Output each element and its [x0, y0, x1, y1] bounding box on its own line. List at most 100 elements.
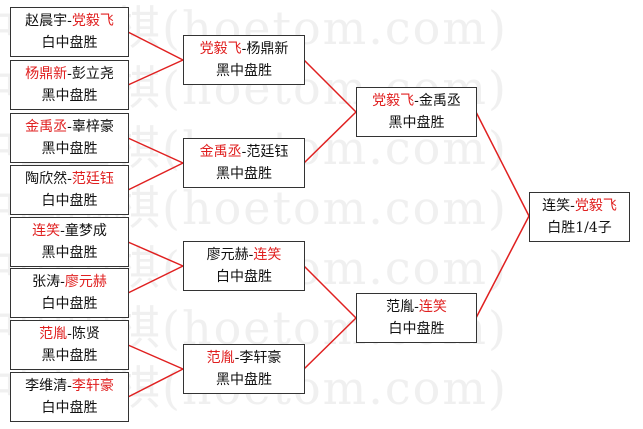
bracket-line [475, 215, 530, 319]
bracket-line [127, 265, 184, 294]
match-result: 黑中盘胜 [41, 245, 98, 261]
bracket-line [303, 265, 357, 319]
player-name: 杨鼎新 [246, 41, 289, 57]
match-result: 黑中盘胜 [216, 166, 272, 182]
match-players: 党毅飞-金禹丞 [357, 90, 476, 112]
player-name: 李轩豪 [239, 350, 282, 366]
match-box-r2-4: 范胤-李轩豪黑中盘胜 [183, 344, 305, 394]
player-name: 连笑 [253, 247, 282, 263]
match-players: 杨鼎新-彭立尧 [11, 63, 128, 85]
vs-separator: - [60, 274, 65, 290]
player-name: 党毅飞 [372, 93, 415, 109]
player-name: 辜梓豪 [71, 119, 114, 135]
player-name: 李轩豪 [71, 378, 114, 394]
match-box-r2-3: 廖元赫-连笑白中盘胜 [183, 241, 305, 291]
player-name: 连笑 [542, 198, 571, 214]
match-result: 白胜1/4子 [547, 220, 612, 236]
bracket-line [303, 59, 357, 113]
bracket-line [127, 368, 184, 398]
vs-separator: - [60, 223, 65, 239]
player-name: 廖元赫 [206, 247, 249, 263]
match-players: 范胤-陈贤 [11, 323, 128, 345]
player-name: 金禹丞 [25, 119, 68, 135]
player-name: 李维清 [25, 378, 68, 394]
vs-separator: - [67, 119, 72, 135]
player-name: 范廷钰 [71, 171, 114, 187]
bracket-line [127, 241, 184, 267]
match-result: 黑中盘胜 [216, 372, 272, 388]
bracket-line [127, 344, 184, 370]
match-players: 赵晨宇-党毅飞 [11, 10, 128, 32]
match-box-r3-1: 党毅飞-金禹丞黑中盘胜 [356, 87, 477, 137]
match-box-r3-2: 范胤-连笑白中盘胜 [356, 293, 477, 343]
player-name: 党毅飞 [199, 41, 242, 57]
match-players: 范胤-连笑 [357, 296, 476, 318]
player-name: 党毅飞 [71, 13, 114, 29]
match-box-r1-8: 李维清-李轩豪白中盘胜 [10, 372, 129, 422]
match-players: 连笑-童梦成 [11, 220, 128, 242]
vs-separator: - [67, 66, 72, 82]
match-box-r1-3: 金禹丞-辜梓豪黑中盘胜 [10, 113, 129, 163]
match-result: 白中盘胜 [216, 269, 272, 285]
match-players: 范胤-李轩豪 [184, 347, 304, 369]
player-name: 金禹丞 [199, 144, 242, 160]
match-result: 黑中盘胜 [41, 141, 98, 157]
match-result: 黑中盘胜 [388, 115, 445, 131]
vs-separator: - [570, 198, 575, 214]
match-players: 廖元赫-连笑 [184, 244, 304, 266]
vs-separator: - [241, 144, 247, 160]
player-name: 连笑 [418, 299, 447, 315]
player-name: 杨鼎新 [25, 66, 68, 82]
player-name: 童梦成 [64, 223, 107, 239]
vs-separator: - [67, 378, 72, 394]
vs-separator: - [67, 171, 72, 187]
match-box-r1-7: 范胤-陈贤黑中盘胜 [10, 320, 129, 370]
player-name: 金禹丞 [418, 93, 461, 109]
match-box-r1-1: 赵晨宇-党毅飞白中盘胜 [10, 7, 129, 57]
player-name: 连笑 [32, 223, 61, 239]
bracket-line [127, 162, 184, 191]
bracket-line [127, 137, 184, 164]
player-name: 范胤 [386, 299, 415, 315]
player-name: 赵晨宇 [25, 13, 68, 29]
player-name: 范胤 [206, 350, 235, 366]
bracket-line [127, 59, 184, 86]
player-name: 陈贤 [71, 326, 100, 342]
vs-separator: - [67, 13, 72, 29]
player-name: 范胤 [39, 326, 68, 342]
player-name: 廖元赫 [64, 274, 107, 290]
match-players: 金禹丞-辜梓豪 [11, 116, 128, 138]
vs-separator: - [241, 41, 247, 57]
match-result: 白中盘胜 [41, 296, 98, 312]
match-players: 金禹丞-范廷钰 [184, 141, 304, 163]
player-name: 党毅飞 [574, 198, 617, 214]
match-result: 白中盘胜 [41, 35, 98, 51]
match-players: 张涛-廖元赫 [11, 271, 128, 293]
bracket-line [303, 111, 357, 164]
match-result: 黑中盘胜 [216, 63, 272, 79]
bracket-line [127, 31, 184, 61]
match-result: 白中盘胜 [388, 321, 445, 337]
match-box-r1-4: 陶欣然-范廷钰白中盘胜 [10, 165, 129, 215]
vs-separator: - [414, 299, 419, 315]
player-name: 张涛 [32, 274, 61, 290]
match-players: 陶欣然-范廷钰 [11, 168, 128, 190]
bracket-line [303, 317, 357, 370]
match-box-r1-6: 张涛-廖元赫白中盘胜 [10, 268, 129, 318]
match-box-final: 连笑-党毅飞白胜1/4子 [529, 192, 630, 242]
match-box-r2-2: 金禹丞-范廷钰黑中盘胜 [183, 138, 305, 188]
player-name: 范廷钰 [246, 144, 289, 160]
vs-separator: - [414, 93, 419, 109]
vs-separator: - [67, 326, 72, 342]
player-name: 陶欣然 [25, 171, 68, 187]
match-box-r2-1: 党毅飞-杨鼎新黑中盘胜 [183, 35, 305, 85]
bracket-line [475, 111, 530, 217]
match-result: 黑中盘胜 [41, 348, 98, 364]
match-players: 李维清-李轩豪 [11, 375, 128, 397]
match-result: 白中盘胜 [41, 193, 98, 209]
match-players: 连笑-党毅飞 [530, 195, 629, 217]
match-box-r1-5: 连笑-童梦成黑中盘胜 [10, 217, 129, 267]
match-players: 党毅飞-杨鼎新 [184, 38, 304, 60]
match-result: 白中盘胜 [41, 400, 98, 416]
